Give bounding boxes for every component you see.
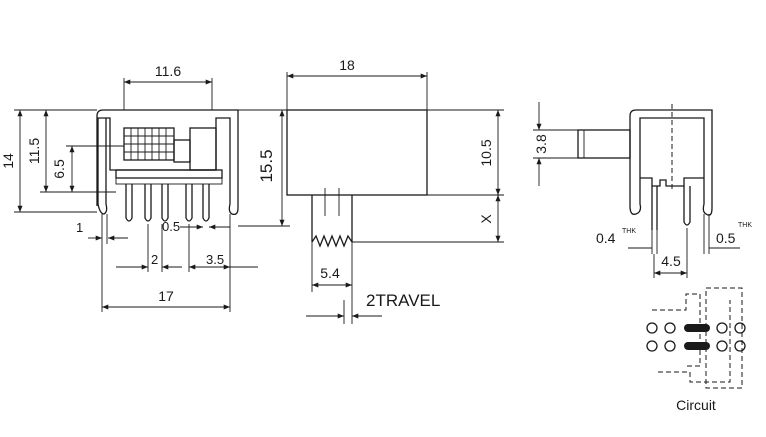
dim-end-knob: 3.8 <box>533 134 549 154</box>
thk-sup-left: THK <box>622 228 636 235</box>
contact-bar-bottom <box>684 342 710 350</box>
circuit-label: Circuit <box>676 397 716 413</box>
dim-pin-pitch: 2 <box>151 252 158 267</box>
dim-height-total: 14 <box>0 153 16 169</box>
dim-knob-height: 6.5 <box>51 159 67 179</box>
dim-side-width: 18 <box>339 57 355 73</box>
circuit-diagram: Circuit <box>646 287 746 413</box>
dim-thk-right: 0.5 <box>716 230 736 246</box>
dim-x: X <box>478 214 494 224</box>
side-view: 18 15.5 10.5 X 5.4 2TRAVEL <box>238 57 504 324</box>
front-view: 11.6 14 11.5 6.5 1 0.5 2 <box>0 63 258 312</box>
dim-pin-offset: 1 <box>76 220 83 235</box>
end-view: 3.8 0.4 THK 0.5 THK 4.5 <box>533 102 752 278</box>
travel-label: 2TRAVEL <box>366 291 440 310</box>
dim-actuator-width: 5.4 <box>320 265 340 281</box>
dim-side-height: 15.5 <box>257 149 276 182</box>
dim-right-height: 10.5 <box>478 139 494 166</box>
contact-bar-top <box>684 324 710 332</box>
dim-thk-left: 0.4 <box>596 230 616 246</box>
dim-height-inner: 11.5 <box>26 138 42 164</box>
dim-end-pitch: 4.5 <box>661 253 681 269</box>
front-pins <box>125 184 210 222</box>
dim-pin-gap: 3.5 <box>206 252 224 267</box>
dim-pin-width: 0.5 <box>162 219 180 234</box>
thk-sup-right: THK <box>738 222 752 229</box>
dim-base-width: 17 <box>158 288 174 304</box>
dim-top-width: 11.6 <box>155 63 181 79</box>
